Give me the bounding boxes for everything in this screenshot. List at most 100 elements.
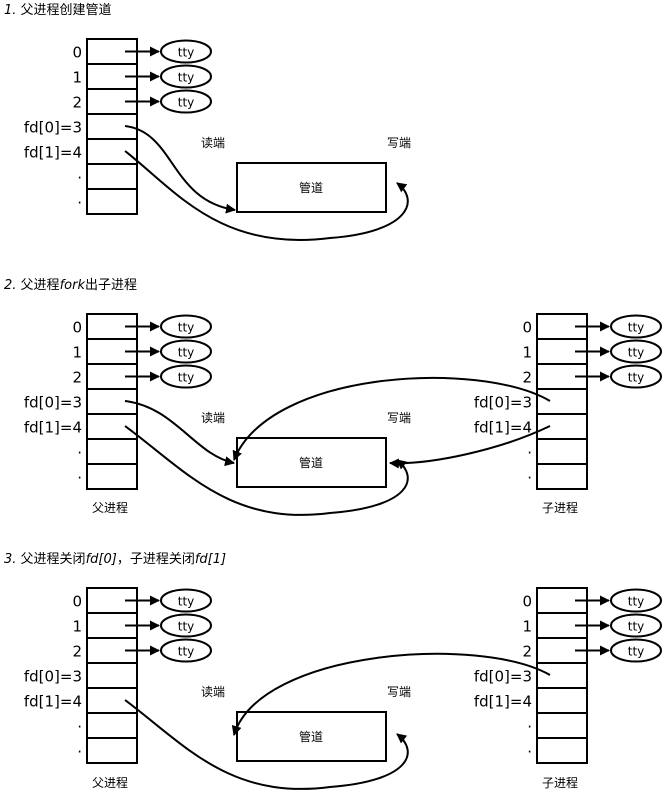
pipe-label: 管道 <box>299 180 323 195</box>
parent-tty-label: tty <box>178 371 195 385</box>
child-fd-slot <box>536 388 588 415</box>
parent-read-curve <box>124 400 235 467</box>
parent-fd-label: 1 <box>72 618 82 636</box>
parent-tty-ellipse <box>160 613 212 638</box>
parent-fd-label: 2 <box>72 369 82 387</box>
step-1-title: 1. 父进程创建管道 <box>4 3 112 18</box>
child-fd-label: . <box>527 739 532 757</box>
parent-tty-label: tty <box>178 346 195 360</box>
child-fd-label: fd[1]=4 <box>474 693 532 711</box>
child-fd-slot <box>536 413 588 440</box>
step-title-part: fd[0] <box>86 552 117 567</box>
child-fd-slot <box>536 737 588 764</box>
child-tty-label: tty <box>628 595 645 609</box>
parent-tty-label: tty <box>178 620 195 634</box>
parent-process-label: 父进程 <box>92 500 128 515</box>
parent-tty-label: tty <box>178 645 195 659</box>
parent-fd-label: fd[1]=4 <box>24 693 82 711</box>
child-fd-label: fd[1]=4 <box>474 419 532 437</box>
step-3-title: 3. 父进程关闭fd[0]，子进程关闭fd[1] <box>4 552 226 567</box>
parent-fd-slot <box>86 662 138 689</box>
pipe-label: 管道 <box>299 729 323 744</box>
child-fd-slot <box>536 712 588 739</box>
child-fd-slot <box>536 463 588 490</box>
child-tty-label: tty <box>628 620 645 634</box>
parent-tty-label: tty <box>178 321 195 335</box>
parent-fd-label: . <box>77 739 82 757</box>
parent-process-label: 父进程 <box>92 775 128 790</box>
child-fd-label: . <box>527 440 532 458</box>
parent-fd-slot <box>86 163 138 190</box>
parent-tty-ellipse <box>160 588 212 613</box>
step-title-part: 父进程关闭 <box>21 552 86 567</box>
step-number: 1. <box>4 3 21 18</box>
parent-fd-label: 0 <box>72 319 82 337</box>
child-fd-slot <box>536 662 588 689</box>
step-2-title: 2. 父进程fork出子进程 <box>4 278 137 293</box>
write-end-label: 写端 <box>387 136 411 150</box>
write-end-label: 写端 <box>387 411 411 425</box>
parent-tty-label: tty <box>178 96 195 110</box>
parent-fd-label: fd[1]=4 <box>24 144 82 162</box>
child-process-label: 子进程 <box>542 500 578 515</box>
child-process-label: 子进程 <box>542 775 578 790</box>
parent-write-curve <box>124 425 409 516</box>
pipe-label: 管道 <box>299 455 323 470</box>
parent-fd-label: fd[0]=3 <box>24 668 82 686</box>
child-tty-ellipse <box>610 339 662 364</box>
child-tty-label: tty <box>628 346 645 360</box>
parent-fd-label: fd[1]=4 <box>24 419 82 437</box>
parent-read-curve <box>124 125 236 214</box>
child-tty-ellipse <box>610 638 662 663</box>
child-fd-label: 0 <box>522 593 532 611</box>
parent-tty-ellipse <box>160 638 212 663</box>
step-title-part: fd[1] <box>195 552 226 567</box>
parent-fd-label: 2 <box>72 94 82 112</box>
parent-tty-ellipse <box>160 314 212 339</box>
child-read-curve <box>232 376 551 461</box>
child-fd-slot <box>536 687 588 714</box>
parent-fd-label: . <box>77 190 82 208</box>
step-title-part: ，子进程关闭 <box>117 552 195 567</box>
step-title-part: fork <box>60 278 86 293</box>
parent-tty-ellipse <box>160 89 212 114</box>
parent-fd-slot <box>86 138 138 165</box>
child-fd-label: 2 <box>522 369 532 387</box>
parent-fd-label: . <box>77 465 82 483</box>
child-tty-label: tty <box>628 321 645 335</box>
parent-fd-slot <box>86 438 138 465</box>
step-number: 2. <box>4 278 21 293</box>
parent-fd-label: 1 <box>72 69 82 87</box>
parent-tty-ellipse <box>160 339 212 364</box>
child-fd-slot <box>536 438 588 465</box>
read-end-label: 读端 <box>201 411 225 425</box>
parent-fd-label: 0 <box>72 593 82 611</box>
parent-fd-table: 0 1 2 fd[0]=3 fd[1]=4.. tty tty tty <box>24 313 212 490</box>
parent-fd-label: 1 <box>72 344 82 362</box>
child-fd-label: . <box>527 714 532 732</box>
read-end-label: 读端 <box>201 136 225 150</box>
child-tty-ellipse <box>610 613 662 638</box>
parent-fd-label: fd[0]=3 <box>24 394 82 412</box>
child-fd-label: 2 <box>522 643 532 661</box>
parent-fd-slot <box>86 712 138 739</box>
write-end-label: 写端 <box>387 685 411 699</box>
step-title-part: 父进程创建管道 <box>21 3 112 18</box>
step-title-part: 出子进程 <box>85 278 137 293</box>
child-fd-label: fd[0]=3 <box>474 668 532 686</box>
pipe-box <box>236 162 387 213</box>
step-title-part: 父进程 <box>21 278 60 293</box>
child-tty-ellipse <box>610 364 662 389</box>
child-tty-label: tty <box>628 645 645 659</box>
pipe-box <box>236 437 387 488</box>
parent-fd-slot <box>86 737 138 764</box>
parent-tty-label: tty <box>178 595 195 609</box>
child-fd-label: . <box>527 465 532 483</box>
parent-fd-label: . <box>77 440 82 458</box>
parent-tty-ellipse <box>160 64 212 89</box>
parent-fd-slot <box>86 413 138 440</box>
